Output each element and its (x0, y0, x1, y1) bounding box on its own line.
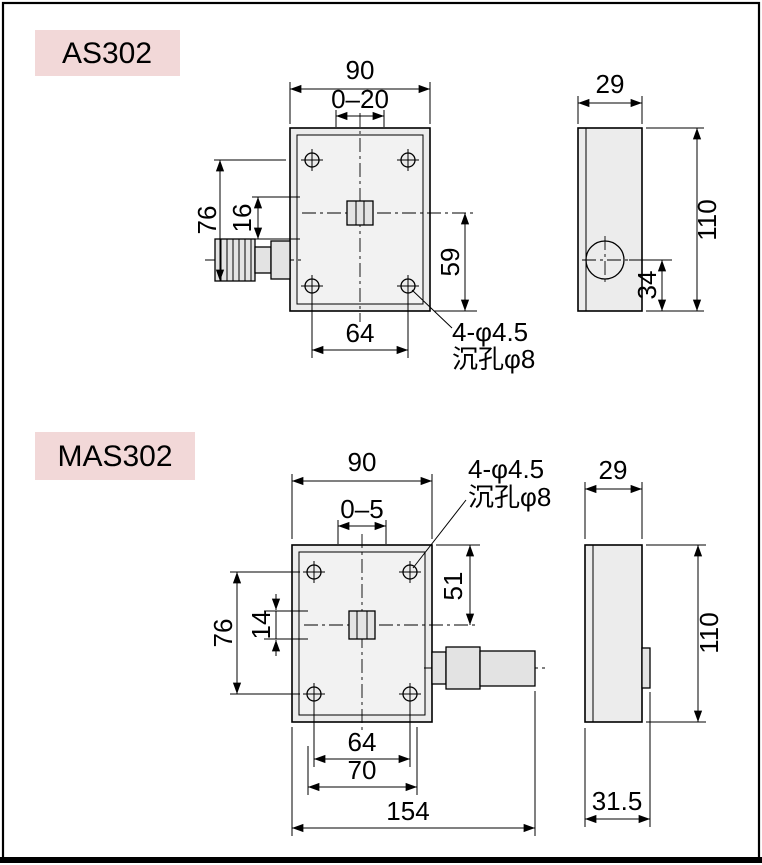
as302-dim-height-left: 76 (192, 159, 286, 281)
as302-side-view (577, 127, 643, 312)
mas302-dim-slider-text: 14 (246, 611, 276, 640)
screw-hole (397, 149, 419, 171)
as302-dim-screw-span: 64 (311, 293, 409, 358)
as302-dim-height-text: 110 (692, 199, 722, 240)
mas302-slider-block (348, 610, 376, 640)
screw-hole (301, 275, 323, 297)
mas302-hole-note: 4-φ4.5 沉孔φ8 (412, 454, 551, 569)
as302-dim-height-left-text: 76 (192, 206, 222, 235)
mas302-dim-width: 90 (291, 447, 433, 539)
mas302-dim-height: 110 (646, 544, 724, 723)
mas302-actuator (431, 646, 536, 690)
mas302-dim-height-text: 110 (694, 612, 724, 653)
as302-dim-screw-span-text: 64 (346, 318, 375, 348)
as302-dim-height: 110 (646, 127, 722, 312)
screw-hole (301, 149, 323, 171)
as302-knob-flange (270, 240, 291, 280)
as302-dim-width-text: 90 (346, 55, 375, 85)
mas302-section: MAS302 (35, 432, 724, 836)
mas302-side-actuator-tab (641, 647, 651, 689)
as302-dim-right-text: 59 (435, 248, 465, 277)
mas302-dim-screw-span-text: 64 (348, 727, 377, 757)
as302-knob (214, 238, 291, 282)
mas302-dim-screw-span: 64 (313, 701, 411, 767)
as302-label: AS302 (62, 37, 152, 70)
as302-hole-note-line1: 4-φ4.5 (452, 317, 528, 347)
as302-dim-width: 90 (289, 55, 431, 124)
mas302-dim-slider: 14 (246, 594, 308, 656)
as302-label-box (35, 30, 180, 76)
as302-dim-knob-center-text: 34 (632, 271, 662, 300)
screw-hole (399, 561, 421, 583)
as302-dim-depth-text: 29 (596, 69, 625, 99)
mas302-hole-note-line1: 4-φ4.5 (468, 454, 544, 484)
as302-hole-note-line2: 沉孔φ8 (452, 344, 535, 374)
page-border-bottom (0, 857, 762, 863)
mas302-side-plate (584, 544, 643, 723)
as302-dim-travel: 0–20 (331, 84, 389, 127)
as302-dim-slider: 16 (227, 196, 300, 240)
as302-side-plate (577, 127, 643, 312)
mas302-dim-bottom-text: 31.5 (592, 786, 643, 816)
as302-dim-depth: 29 (577, 69, 643, 124)
as302-dim-right: 59 (434, 213, 477, 312)
mas302-hole-note-line2: 沉孔φ8 (468, 482, 551, 512)
mas302-side-view (584, 544, 651, 723)
leader-line (411, 289, 453, 329)
mas302-dim-travel-text: 0–5 (340, 494, 383, 524)
as302-dim-knob-center: 34 (629, 259, 672, 311)
mas302-actuator-barrel (479, 650, 536, 687)
mas302-label: MAS302 (57, 440, 172, 473)
mas302-dim-base: 70 (307, 727, 418, 795)
mas302-dim-travel: 0–5 (337, 494, 387, 544)
as302-hole-note: 4-φ4.5 沉孔φ8 (411, 289, 535, 374)
mas302-actuator-flange (431, 651, 447, 685)
leader-line (412, 499, 467, 569)
mas302-actuator-body (445, 646, 481, 690)
as302-front-view (205, 113, 477, 322)
mas302-dim-depth-text: 29 (599, 455, 628, 485)
as302-knob-neck (254, 246, 272, 274)
mas302-dim-width-text: 90 (348, 447, 377, 477)
mas302-dim-depth: 29 (584, 455, 643, 539)
mas302-dim-total: 154 (291, 691, 536, 836)
as302-dim-travel-text: 0–20 (331, 84, 389, 114)
mas302-dim-total-text: 154 (386, 796, 429, 826)
mas302-front-view (291, 534, 548, 731)
as302-dim-slider-text: 16 (227, 204, 257, 233)
screw-hole (303, 561, 325, 583)
mas302-dim-slider-center: 51 (436, 544, 480, 625)
mas302-dim-height-left-text: 76 (208, 619, 238, 648)
as302-section: AS302 (35, 30, 722, 374)
mas302-dim-base-text: 70 (348, 755, 377, 785)
mas302-dim-slider-center-text: 51 (438, 572, 468, 601)
as302-slider-block (346, 200, 374, 226)
mas302-dim-bottom: 31.5 (584, 692, 651, 827)
mas302-label-box (35, 432, 195, 480)
mas302-dim-height-left: 76 (208, 571, 300, 695)
